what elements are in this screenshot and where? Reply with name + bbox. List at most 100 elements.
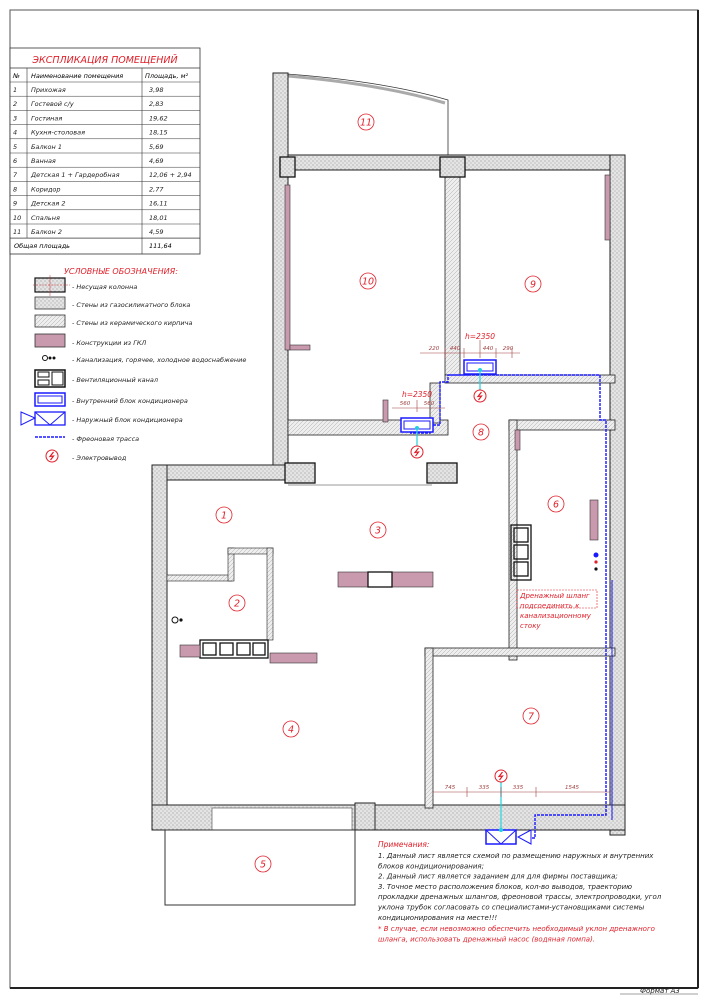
row-area: 3,98 <box>149 86 163 94</box>
row-area: 18,15 <box>149 129 168 137</box>
room-marker <box>524 275 542 293</box>
row-room-name: Кухня-столовая <box>31 129 85 137</box>
room-number: 1 <box>221 511 227 522</box>
note-line: 2. Данный лист является заданием для для… <box>378 873 618 881</box>
legend-item-label: - Вентиляционный канал <box>72 376 158 384</box>
room-marker <box>282 720 300 738</box>
gas-block-wall-symbol <box>34 296 66 310</box>
row-area: 2,77 <box>149 185 164 193</box>
room-marker <box>215 506 233 524</box>
room-marker <box>228 594 246 612</box>
note-line: 1. Данный лист является схемой по размещ… <box>378 852 654 860</box>
gkl-symbol <box>34 333 66 348</box>
indoor-unit-symbol <box>34 392 66 407</box>
note-line: блоков кондиционирования; <box>378 862 484 870</box>
row-area: 18,01 <box>149 214 168 222</box>
electric-outlet-icon <box>494 769 508 783</box>
height-label: h=2350 <box>465 332 495 341</box>
explication-table: ЭКСПЛИКАЦИЯ ПОМЕЩЕНИЙ № Наименование пом… <box>9 47 201 255</box>
format-label: Формат А3 <box>640 987 680 995</box>
row-room-name: Коридор <box>31 185 61 193</box>
room-number: 9 <box>530 280 536 291</box>
dimension-label: 560 <box>424 401 435 407</box>
note-line: уклона трубок согласовать со специалиста… <box>377 904 645 912</box>
row-area: 19,62 <box>149 114 168 122</box>
notes: Примечания: 1. Данный лист является схем… <box>377 840 662 943</box>
note-line: кондиционирования на месте!!! <box>378 914 497 922</box>
legend-item-label: - Внутренний блок кондиционера <box>72 397 188 405</box>
row-area: 4,59 <box>149 228 163 236</box>
electric-outlet-icon <box>45 449 59 463</box>
note-warning-line: * В случае, если невозможно обеспечить н… <box>378 925 655 933</box>
row-room-name: Балкон 2 <box>31 228 62 236</box>
row-number: 6 <box>13 157 17 165</box>
row-room-name: Гостевой с/у <box>31 100 74 108</box>
row-number: 5 <box>13 143 17 151</box>
room-number: 7 <box>528 712 534 723</box>
legend-item-label: - Стены из газосиликатного блока <box>72 301 190 309</box>
plumbing-risers <box>171 552 599 624</box>
legend-item-label: - Несущая колонна <box>72 283 137 291</box>
outdoor-unit-symbol <box>20 411 66 426</box>
room-number: 4 <box>288 725 294 736</box>
legend-item-label: - Конструкции из ГКЛ <box>72 339 146 347</box>
legend-item-label: - Канализация, горячее, холодное водосна… <box>72 356 246 364</box>
note-line: прокладки дренажных шлангов, фреоновой т… <box>378 893 662 901</box>
notes-title: Примечания: <box>378 840 429 849</box>
legend-item-label: - Электровывод <box>72 454 127 462</box>
row-number: 10 <box>13 214 21 222</box>
room-number: 3 <box>375 526 381 537</box>
dimension-label: 745 <box>445 785 456 791</box>
table-title: ЭКСПЛИКАЦИЯ ПОМЕЩЕНИЙ <box>31 54 177 66</box>
room-marker <box>369 521 387 539</box>
row-area: 5,69 <box>149 143 163 151</box>
room-number: 10 <box>362 277 374 288</box>
dimension-label: 1545 <box>565 785 579 791</box>
room-marker <box>359 272 377 290</box>
row-room-name: Спальня <box>31 214 60 222</box>
row-room-name: Ванная <box>31 157 56 165</box>
row-room-name: Детская 2 <box>30 200 65 208</box>
dimension-label: 220 <box>429 346 440 352</box>
electric-outlet-icon <box>410 445 424 459</box>
plumbing-symbol <box>42 355 56 361</box>
row-number: 9 <box>13 200 17 208</box>
room-marker <box>472 423 490 441</box>
legend: УСЛОВНЫЕ ОБОЗНАЧЕНИЯ: - Несущая колонна -… <box>20 267 246 463</box>
total-value: 111,64 <box>149 242 172 250</box>
room-marker <box>357 113 375 131</box>
header-name: Наименование помещения <box>31 72 123 80</box>
brick-wall-symbol <box>34 314 66 328</box>
drain-note-line: канализационному <box>520 612 592 620</box>
dimension-label: 290 <box>503 346 514 352</box>
row-area: 12,06 + 2,94 <box>149 171 192 179</box>
room-marker <box>522 707 540 725</box>
room-number: 8 <box>478 428 484 439</box>
dimension-label: 440 <box>483 346 494 352</box>
dimension-label: 440 <box>450 346 461 352</box>
row-number: 7 <box>13 171 18 179</box>
row-number: 4 <box>13 129 17 137</box>
legend-item-label: - Стены из керамического кирпича <box>72 319 192 327</box>
total-label: Общая площадь <box>14 242 70 250</box>
row-area: 2,83 <box>149 100 163 108</box>
note-warning-line: шланга, использовать дренажный насос (во… <box>378 935 595 943</box>
row-number: 2 <box>13 100 17 108</box>
dimension-label: 335 <box>513 785 524 791</box>
room-marker <box>254 855 272 873</box>
row-area: 4,69 <box>149 157 163 165</box>
row-area: 16,11 <box>149 200 168 208</box>
drain-note-line: стоку <box>520 622 541 630</box>
row-room-name: Балкон 1 <box>31 143 62 151</box>
row-number: 3 <box>13 114 17 122</box>
legend-item-label: - Фреоновая трасса <box>72 435 139 443</box>
row-room-name: Гостиная <box>31 114 62 122</box>
header-area: Площадь, м² <box>145 72 188 80</box>
legend-title: УСЛОВНЫЕ ОБОЗНАЧЕНИЯ: <box>64 267 178 276</box>
ventilation-symbol <box>34 369 66 388</box>
dimension-label: 560 <box>400 401 411 407</box>
room-number: 11 <box>360 118 372 129</box>
row-number: 11 <box>13 228 21 236</box>
